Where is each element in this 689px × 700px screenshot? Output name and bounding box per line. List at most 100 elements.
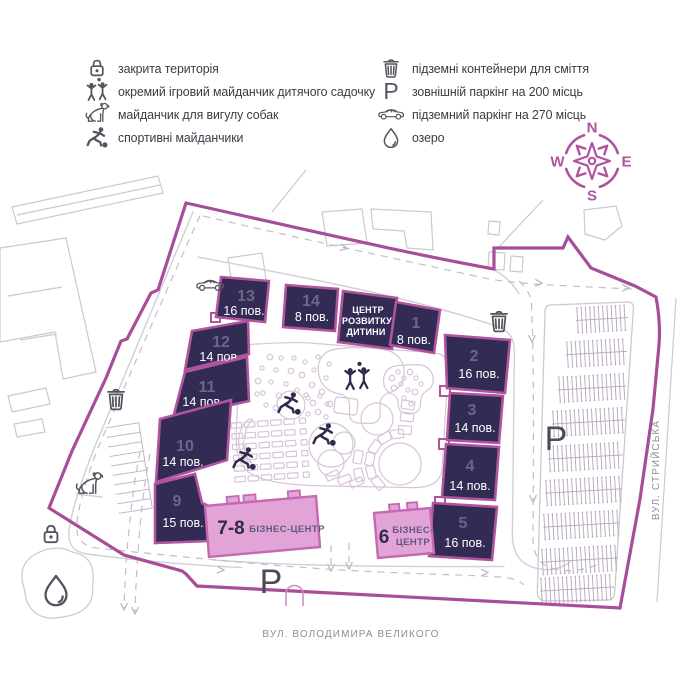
- building-kindergarten-shape[interactable]: [336, 289, 399, 351]
- tree-dot: [418, 381, 424, 387]
- tree-dot: [405, 387, 411, 393]
- compass-north: N: [587, 120, 598, 137]
- building-10[interactable]: 10 14 пов.: [154, 398, 233, 484]
- building-14-floors: 8 пов.: [295, 310, 329, 324]
- tree-dot: [408, 401, 414, 407]
- planter: [230, 421, 243, 429]
- parterre-grid: [230, 417, 311, 483]
- site-boundary: [47, 201, 662, 610]
- tree-dot: [278, 355, 284, 361]
- gate-arch: [285, 584, 304, 606]
- parking-rows: [540, 304, 628, 605]
- tree-dot: [390, 384, 398, 392]
- building-4-shape[interactable]: [440, 442, 501, 502]
- building-1-shape[interactable]: [388, 300, 442, 355]
- building-5-floors: 16 пов.: [444, 536, 485, 550]
- building-13-shape[interactable]: [214, 275, 271, 324]
- planter: [234, 475, 247, 483]
- legend-label: зовнішній паркінг на 200 місць: [412, 83, 583, 99]
- building-10-number: 10: [176, 438, 194, 455]
- building-3-shape[interactable]: [445, 391, 505, 445]
- building-12[interactable]: 12 14 пов.: [183, 319, 251, 372]
- building-11-number: 11: [199, 379, 216, 396]
- planter: [301, 460, 310, 468]
- tree-dot: [266, 353, 274, 361]
- tree-dot: [395, 369, 401, 375]
- wedge: [399, 411, 415, 423]
- tree-dot: [272, 404, 280, 412]
- compass-south: S: [587, 188, 597, 205]
- planter: [299, 428, 308, 435]
- planter: [286, 461, 299, 469]
- legend-row-lake: озеро: [378, 126, 446, 149]
- planter: [256, 420, 269, 428]
- building-3-number: 3: [468, 402, 477, 419]
- building-business-7-8[interactable]: 7-8 БІЗНЕС-ЦЕНТР: [203, 489, 325, 559]
- planter: [245, 442, 257, 450]
- kindergarten-line2: РОЗВИТКУ: [342, 316, 392, 326]
- sport-circle-big: [378, 442, 422, 486]
- wedge: [370, 475, 386, 491]
- legend-label: закрита територія: [118, 60, 219, 76]
- play-circle-4: [317, 449, 345, 477]
- bc6-label-line2: ЦЕНТР: [396, 537, 431, 548]
- building-9[interactable]: 9 15 пов.: [153, 472, 211, 545]
- planter: [259, 463, 272, 471]
- building-4-number: 4: [466, 458, 475, 475]
- parking-row: [548, 441, 623, 473]
- planter: [245, 453, 258, 461]
- building-4[interactable]: 4 14 пов.: [440, 442, 501, 502]
- parking-row: [552, 406, 625, 438]
- slanted-planter: [324, 469, 341, 482]
- building-10-shape[interactable]: [154, 398, 233, 484]
- legend-row-trash: підземні контейнери для сміття: [378, 57, 598, 79]
- building-business-6[interactable]: 6 БІЗНЕС- ЦЕНТР: [372, 501, 436, 560]
- building-5[interactable]: 5 16 пов.: [427, 501, 499, 562]
- building-2[interactable]: 2 16 пов.: [443, 333, 512, 395]
- building-14-shape[interactable]: [281, 283, 340, 333]
- planter: [283, 428, 296, 436]
- wedge: [352, 449, 364, 465]
- planter: [301, 449, 309, 457]
- parking-row: [566, 338, 627, 368]
- building-3[interactable]: 3 14 пов.: [445, 391, 505, 445]
- legend-label: підземний паркінг на 270 місць: [412, 106, 587, 122]
- tree-dots: [254, 353, 424, 420]
- building-13[interactable]: 13 16 пов.: [214, 275, 271, 324]
- building-12-shape[interactable]: [183, 319, 251, 372]
- trash-map-icon-right: [490, 310, 508, 333]
- lawn-blob-top: [317, 347, 405, 425]
- sport-circle-side: [360, 402, 394, 436]
- tree-dot: [273, 367, 279, 373]
- planter: [270, 429, 283, 437]
- building-kindergarten[interactable]: ЦЕНТР РОЗВИТКУ ДИТИНИ: [336, 289, 399, 351]
- bc6-label-line1: БІЗНЕС-: [392, 525, 433, 536]
- tree-dot: [314, 408, 322, 416]
- building-business-7-8-shape[interactable]: [203, 494, 322, 559]
- building-9-shape[interactable]: [153, 472, 211, 545]
- building-13-floors: 16 пов.: [223, 304, 264, 318]
- planter: [284, 439, 297, 447]
- parking-row: [541, 544, 618, 576]
- building-14[interactable]: 14 8 пов.: [281, 283, 340, 333]
- planter: [244, 431, 257, 439]
- tree-dot: [406, 368, 414, 376]
- tree-dot: [259, 365, 265, 371]
- planter: [302, 471, 311, 478]
- building-9-number: 9: [173, 493, 182, 510]
- building-1[interactable]: 1 8 пов.: [388, 300, 442, 355]
- lake: [21, 547, 94, 619]
- legend-row-closed-area: закрита територія: [84, 57, 224, 79]
- roads-dashed: [76, 215, 634, 613]
- building-2-shape[interactable]: [443, 333, 512, 395]
- street-right-label: ВУЛ. СТРИЙСЬКА: [649, 420, 662, 520]
- tree-dot: [388, 374, 396, 382]
- compass-star: [572, 141, 612, 181]
- planter: [298, 417, 307, 425]
- planter: [283, 418, 295, 426]
- playground-people-icon: [344, 360, 370, 390]
- planter: [231, 443, 244, 451]
- tree-dot: [303, 392, 309, 398]
- building-business-6-shape[interactable]: [372, 506, 436, 560]
- parking-row: [576, 304, 628, 334]
